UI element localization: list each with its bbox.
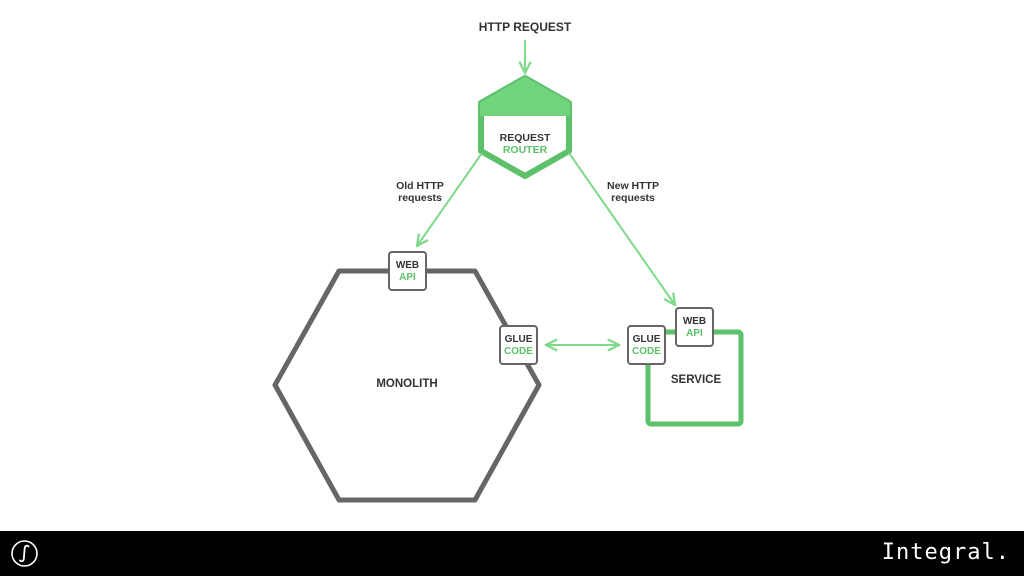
service-glue-line1: GLUE: [633, 334, 661, 345]
new-requests-label-line1: New HTTP: [607, 180, 659, 192]
new-requests-arrow: [568, 152, 675, 305]
integral-symbol-icon: [11, 540, 38, 567]
monolith: MONOLITH: [272, 268, 542, 503]
monolith-web-api-line2: API: [399, 272, 416, 283]
router-label-line1: REQUEST: [500, 132, 551, 144]
request-router: REQUEST ROUTER: [478, 75, 572, 179]
monolith-web-api: WEB API: [388, 251, 427, 291]
service: SERVICE: [645, 329, 744, 427]
http-request-label: HTTP REQUEST: [479, 20, 572, 34]
service-glue-code: GLUE CODE: [627, 325, 666, 365]
service-web-api: WEB API: [675, 307, 714, 347]
router-label-line2: ROUTER: [503, 144, 548, 156]
monolith-label: MONOLITH: [376, 378, 437, 390]
strangler-diagram: HTTP REQUEST REQUEST ROUTER Old HTTP req…: [272, 20, 744, 503]
footer-bar: Integral.: [0, 531, 1024, 576]
old-requests-label-line1: Old HTTP: [396, 180, 444, 192]
new-requests-label-line2: requests: [611, 192, 655, 204]
monolith-glue-line1: GLUE: [505, 334, 533, 345]
monolith-glue-line2: CODE: [504, 346, 533, 357]
old-requests-arrow: [417, 152, 483, 246]
monolith-glue-code: GLUE CODE: [499, 325, 538, 365]
service-label: SERVICE: [671, 374, 722, 386]
service-web-api-line1: WEB: [683, 316, 706, 327]
old-requests-label-line2: requests: [398, 192, 442, 204]
monolith-web-api-line1: WEB: [396, 260, 419, 271]
service-glue-line2: CODE: [632, 346, 661, 357]
brand-name: Integral.: [881, 540, 1010, 565]
service-web-api-line2: API: [686, 328, 703, 339]
